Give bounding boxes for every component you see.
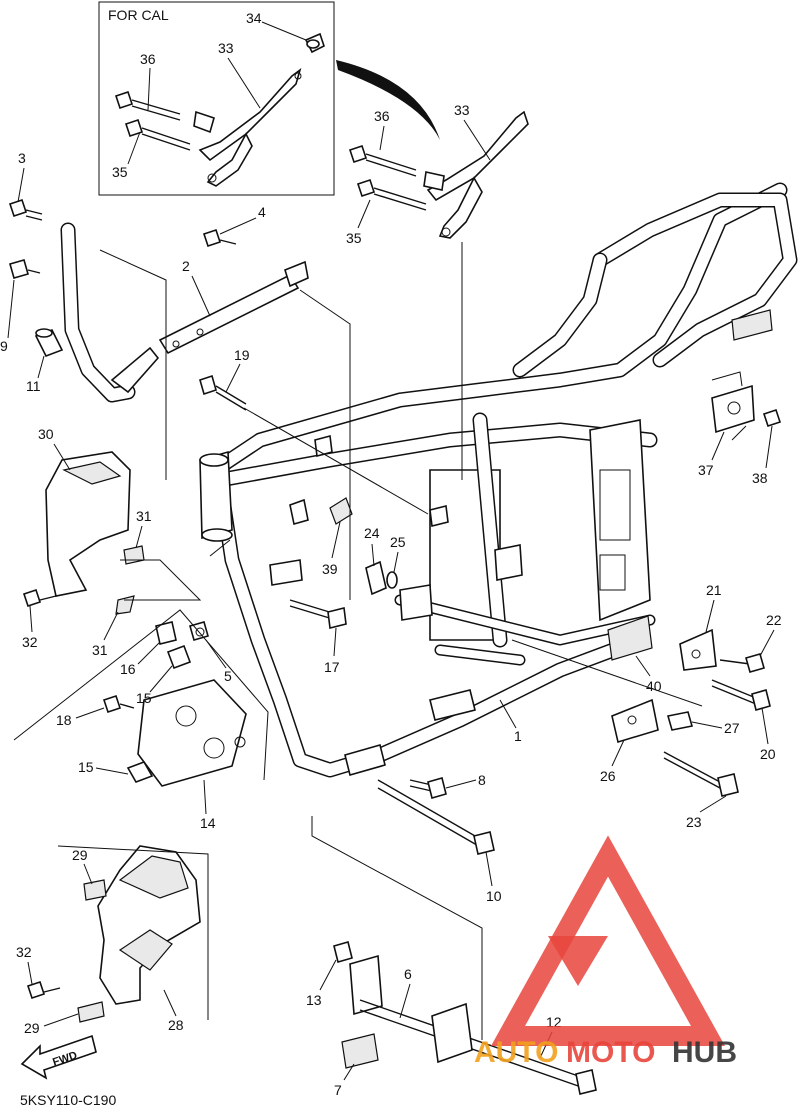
callout-31-upper: 31	[136, 508, 152, 524]
callout-39: 39	[322, 561, 338, 577]
callout-32-lower: 32	[16, 944, 32, 960]
watermark-auto: AUTO	[474, 1036, 558, 1069]
callout-4: 4	[258, 204, 266, 220]
callout-2: 2	[182, 258, 190, 274]
bracket-33-group	[348, 110, 529, 239]
callout-14: 14	[200, 815, 216, 831]
watermark-moto: MOTO	[566, 1036, 655, 1069]
callout-8: 8	[478, 772, 486, 788]
lower-guard-28	[26, 845, 209, 1023]
inset-border	[98, 1, 335, 196]
callout-13: 13	[306, 992, 322, 1008]
main-frame	[199, 182, 798, 778]
callout-9: 9	[0, 338, 8, 354]
callout-17: 17	[324, 659, 340, 675]
callout-16: 16	[120, 661, 136, 677]
callout-32-upper: 32	[22, 634, 38, 650]
callout-34: 34	[246, 10, 262, 26]
callout-25: 25	[390, 534, 406, 550]
callout-29-lower: 29	[24, 1020, 40, 1036]
stand-group	[311, 816, 597, 1095]
callout-30: 30	[38, 426, 54, 442]
callout-36: 36	[374, 108, 390, 124]
callout-21: 21	[706, 582, 722, 598]
callout-33: 33	[454, 102, 470, 118]
callout-24: 24	[364, 525, 380, 541]
callout-35-inset: 35	[112, 164, 128, 180]
callout-11: 11	[26, 378, 41, 394]
callout-29-upper: 29	[72, 847, 88, 863]
callout-33-inset: 33	[218, 40, 234, 56]
callout-23: 23	[686, 814, 702, 830]
callout-27: 27	[724, 720, 740, 736]
callout-6: 6	[404, 966, 412, 982]
callout-28: 28	[168, 1017, 184, 1033]
right-parts	[289, 408, 782, 855]
callout-31-lower: 31	[92, 642, 108, 658]
diagram-code: 5KSY110-C190	[20, 1092, 116, 1108]
watermark-hub: HUB	[672, 1036, 737, 1069]
callout-40: 40	[646, 678, 662, 694]
inset-title: FOR CAL	[108, 7, 169, 23]
callout-35: 35	[346, 230, 362, 246]
callout-38: 38	[752, 470, 768, 486]
left-parts	[8, 198, 309, 787]
automotohub-watermark: AUTO MOTO HUB	[474, 835, 737, 1069]
callout-19: 19	[234, 347, 250, 363]
callout-20: 20	[760, 746, 776, 762]
callout-10: 10	[486, 888, 502, 904]
callout-numbers: 34 33 36 35 33 36 35 3 4 2 9 11 19 30 31…	[0, 10, 782, 1098]
callout-36-inset: 36	[140, 51, 156, 67]
leader-lines	[99, 242, 747, 707]
callout-1: 1	[514, 728, 522, 744]
callout-18: 18	[56, 712, 72, 728]
callout-22: 22	[766, 612, 782, 628]
callout-15-lower: 15	[78, 759, 94, 775]
callout-26: 26	[600, 768, 616, 784]
callout-7: 7	[334, 1082, 342, 1098]
callout-37: 37	[698, 462, 714, 478]
callout-3: 3	[18, 150, 26, 166]
fwd-arrow: FWD	[20, 1034, 97, 1080]
callout-15-upper: 15	[136, 690, 152, 706]
for-cal-inset: FOR CAL	[98, 1, 335, 196]
callout-5: 5	[224, 668, 232, 684]
